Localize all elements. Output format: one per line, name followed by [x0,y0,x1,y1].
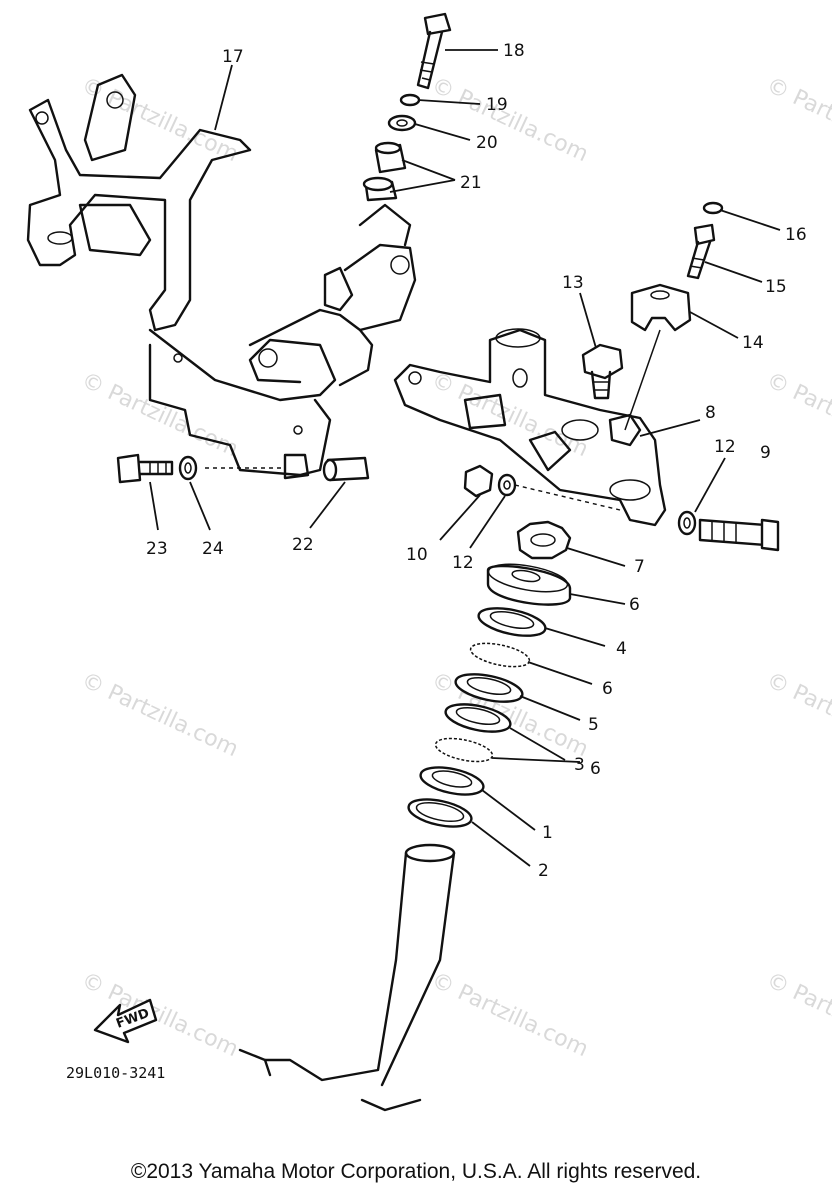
callout-12-left: 12 [452,553,474,573]
washer-12 [677,510,697,536]
callout-11: 10 [406,545,428,565]
callout-6-lower: 6 [590,759,601,779]
dust-seal-2 [407,798,473,828]
washer-20 [387,114,417,132]
cap-16 [702,201,724,215]
callout-9: 8 [705,403,716,423]
bearing-race-5 [454,673,524,703]
washer-12 [497,473,517,497]
bolt-23 [116,453,174,484]
part-code: 29L010-3241 [66,1064,165,1082]
steering-stem [238,843,456,1112]
bearing-race-4 [477,607,547,637]
callout-13: 13 [562,273,584,293]
watermark: © Partzilla.com [77,668,241,762]
watermark: © Partzilla.com [77,968,241,1062]
leader-lines [149,49,781,867]
callout-23: 23 [146,539,168,559]
collar-22 [322,456,370,482]
watermark: © Partzilla.com [762,368,832,462]
callout-16: 16 [785,225,807,245]
callout-22: 22 [292,535,314,555]
callout-17: 17 [222,47,244,67]
watermark: © Partzilla.com [427,73,591,167]
callout-18: 18 [503,41,525,61]
handlebar-holder-14 [624,283,692,431]
callout-1: 1 [542,823,553,843]
bearing-race-3 [444,703,512,733]
damper-21 [362,141,407,202]
bolt-15 [686,223,716,280]
washer-24 [178,455,198,481]
callout-12: 12 [714,437,736,457]
callout-10: 9 [760,443,771,463]
ball-bearings-6 [434,737,494,763]
callout-6-upper: 6 [602,679,613,699]
callout-14: 14 [742,333,764,353]
callout-24: 24 [202,539,224,559]
upper-bracket-9 [393,328,667,527]
callout-7: 6 [629,595,640,615]
copyright-notice: ©2013 Yamaha Motor Corporation, U.S.A. A… [130,1160,702,1183]
headlight-bracket-17 [26,73,417,480]
ring-nut-8 [516,520,572,560]
bolt-18 [416,12,452,90]
callout-numbers: 17 18 19 20 21 16 15 13 14 8 12 9 10 12 … [146,41,807,881]
callout-2: 2 [538,861,549,881]
watermark: © Partzilla.com [427,968,591,1062]
nut-19 [399,93,421,107]
pinch-bolt-10 [698,518,780,552]
callout-3: 3 [574,755,585,775]
watermark: © Partzilla.com [762,968,832,1062]
watermark: © Partzilla.com [762,73,832,167]
callout-4: 4 [616,639,627,659]
bearing-race-1 [419,766,485,796]
callout-5: 5 [588,715,599,735]
plug-bolt-13 [581,343,624,400]
callout-19: 19 [486,95,508,115]
callout-15: 15 [765,277,787,297]
callout-21: 21 [460,173,482,193]
callout-20: 20 [476,133,498,153]
callout-8: 7 [634,557,645,577]
watermark: © Partzilla.com [762,668,832,762]
bearing-cover-7 [486,563,572,606]
nut-11 [463,464,494,498]
ball-bearings-6 [469,642,531,668]
